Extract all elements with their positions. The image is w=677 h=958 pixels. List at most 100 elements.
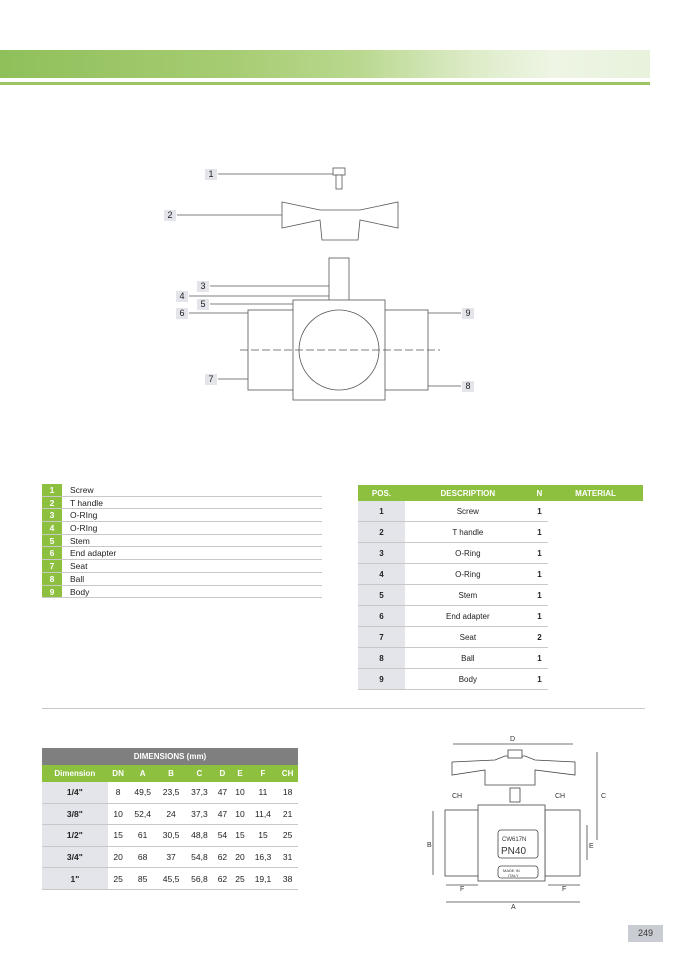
part-label: Ball: [70, 573, 85, 584]
svg-text:ITALY: ITALY: [508, 873, 519, 878]
part-number: 4: [42, 522, 62, 534]
materials-cell: 7: [358, 626, 405, 648]
dimensions-cell: 3/4": [42, 846, 108, 869]
dimensions-cell: 3/8": [42, 803, 108, 826]
part-label: Body: [70, 586, 90, 597]
part-label: Seat: [70, 561, 88, 572]
callout-4: 4: [176, 291, 188, 302]
callout-6: 6: [176, 308, 188, 319]
section-divider: [42, 708, 645, 709]
svg-text:F: F: [460, 886, 464, 893]
materials-cell: 1: [530, 542, 549, 564]
dimensions-cell: 62: [213, 867, 232, 890]
dimensions-cell: 16,3: [248, 846, 278, 869]
svg-text:F: F: [562, 886, 566, 893]
dimensions-cell: 25: [107, 867, 129, 890]
materials-cell: 1: [530, 668, 549, 690]
part-label: Stem: [70, 535, 90, 546]
dimensions-cell: 20: [231, 846, 249, 869]
table-row: 2T handle1Varnished aluminium: [358, 521, 643, 543]
dimensions-cell: 54,8: [185, 846, 214, 869]
materials-cell: T handle: [404, 521, 531, 543]
materials-cell: 1: [530, 605, 549, 627]
materials-cell: 1: [530, 521, 549, 543]
part-label: O-RIng: [70, 510, 98, 521]
dimensions-cell: 62: [213, 846, 232, 869]
dimensions-cell: 31: [277, 846, 298, 869]
exploded-valve-drawing: [177, 167, 461, 401]
materials-cell: 2: [358, 521, 405, 543]
callout-8: 8: [462, 381, 474, 392]
svg-text:CW617N: CW617N: [502, 837, 526, 843]
page-number: 249: [628, 925, 663, 942]
callout-3: 3: [197, 281, 209, 292]
materials-cell: 8: [358, 647, 405, 669]
materials-cell: End adapter: [404, 605, 531, 627]
dimensions-cell: 54: [213, 824, 232, 847]
part-number: 1: [42, 484, 62, 496]
table-row: 8Ball1Chrome-plated brass CW617N: [358, 647, 643, 669]
parts-list-row: 7 Seat: [42, 560, 322, 573]
dimensions-cell: 1": [42, 867, 108, 890]
dimensions-cell: 23,5: [156, 782, 186, 804]
part-number: 7: [42, 560, 62, 572]
materials-cell: O-Ring: [404, 542, 531, 564]
materials-cell: Ball: [404, 647, 531, 669]
callout-5: 5: [197, 299, 209, 310]
dimensions-cell: 15: [248, 824, 278, 847]
part-number: 8: [42, 572, 62, 585]
dimensions-cell: 48,8: [185, 824, 214, 847]
parts-list-row: 5 Stem: [42, 534, 322, 548]
materials-cell: Stem: [404, 584, 531, 606]
dimensions-header: C: [185, 765, 214, 782]
part-number: 5: [42, 534, 62, 547]
part-label: Screw: [70, 485, 94, 495]
materials-cell: 1: [358, 501, 405, 522]
dimensions-cell: 20: [107, 846, 129, 869]
materials-header: MATERIAL: [548, 485, 643, 501]
dimensions-header: DN: [107, 765, 129, 782]
materials-cell: 5: [358, 584, 405, 606]
parts-list-row: 8 Ball: [42, 572, 322, 586]
materials-cell: 3: [358, 542, 405, 564]
svg-text:C: C: [601, 793, 606, 800]
dimensions-cell: 25: [277, 824, 298, 847]
dimensions-cell: 21: [277, 803, 298, 826]
part-number: 3: [42, 509, 62, 522]
materials-cell: O-Ring: [404, 563, 531, 585]
dimensions-cell: 1/4": [42, 782, 108, 804]
dimensions-cell: 52,4: [128, 803, 157, 826]
dimensions-header: Dimension: [42, 765, 108, 782]
svg-text:CH: CH: [555, 793, 565, 800]
callout-9: 9: [462, 308, 474, 319]
dimensions-cell: 37: [156, 846, 186, 869]
dimensions-cell: 15: [107, 824, 129, 847]
dimensions-cell: 61: [128, 824, 157, 847]
table-row: 7Seat2P.T.F.E.: [358, 626, 643, 648]
table-row: 5Stem1Brass CW614N: [358, 584, 643, 606]
part-label: O-RIng: [70, 523, 98, 534]
dimension-drawing: D CW617N PN40 MADE IN ITALY CH CH B C E …: [427, 736, 606, 911]
dimensions-cell: 85: [128, 867, 157, 890]
materials-cell: 2: [530, 626, 549, 648]
dimensions-cell: 45,5: [156, 867, 186, 890]
parts-list-row: 4 O-RIng: [42, 522, 322, 535]
parts-list-row: 3 O-RIng: [42, 509, 322, 523]
part-label: T handle: [70, 497, 103, 508]
materials-cell: 6: [358, 605, 405, 627]
svg-text:A: A: [511, 904, 516, 911]
svg-text:B: B: [427, 842, 432, 849]
dimensions-cell: 37,3: [185, 803, 214, 826]
materials-cell: Seat: [404, 626, 531, 648]
dimensions-header: B: [156, 765, 186, 782]
